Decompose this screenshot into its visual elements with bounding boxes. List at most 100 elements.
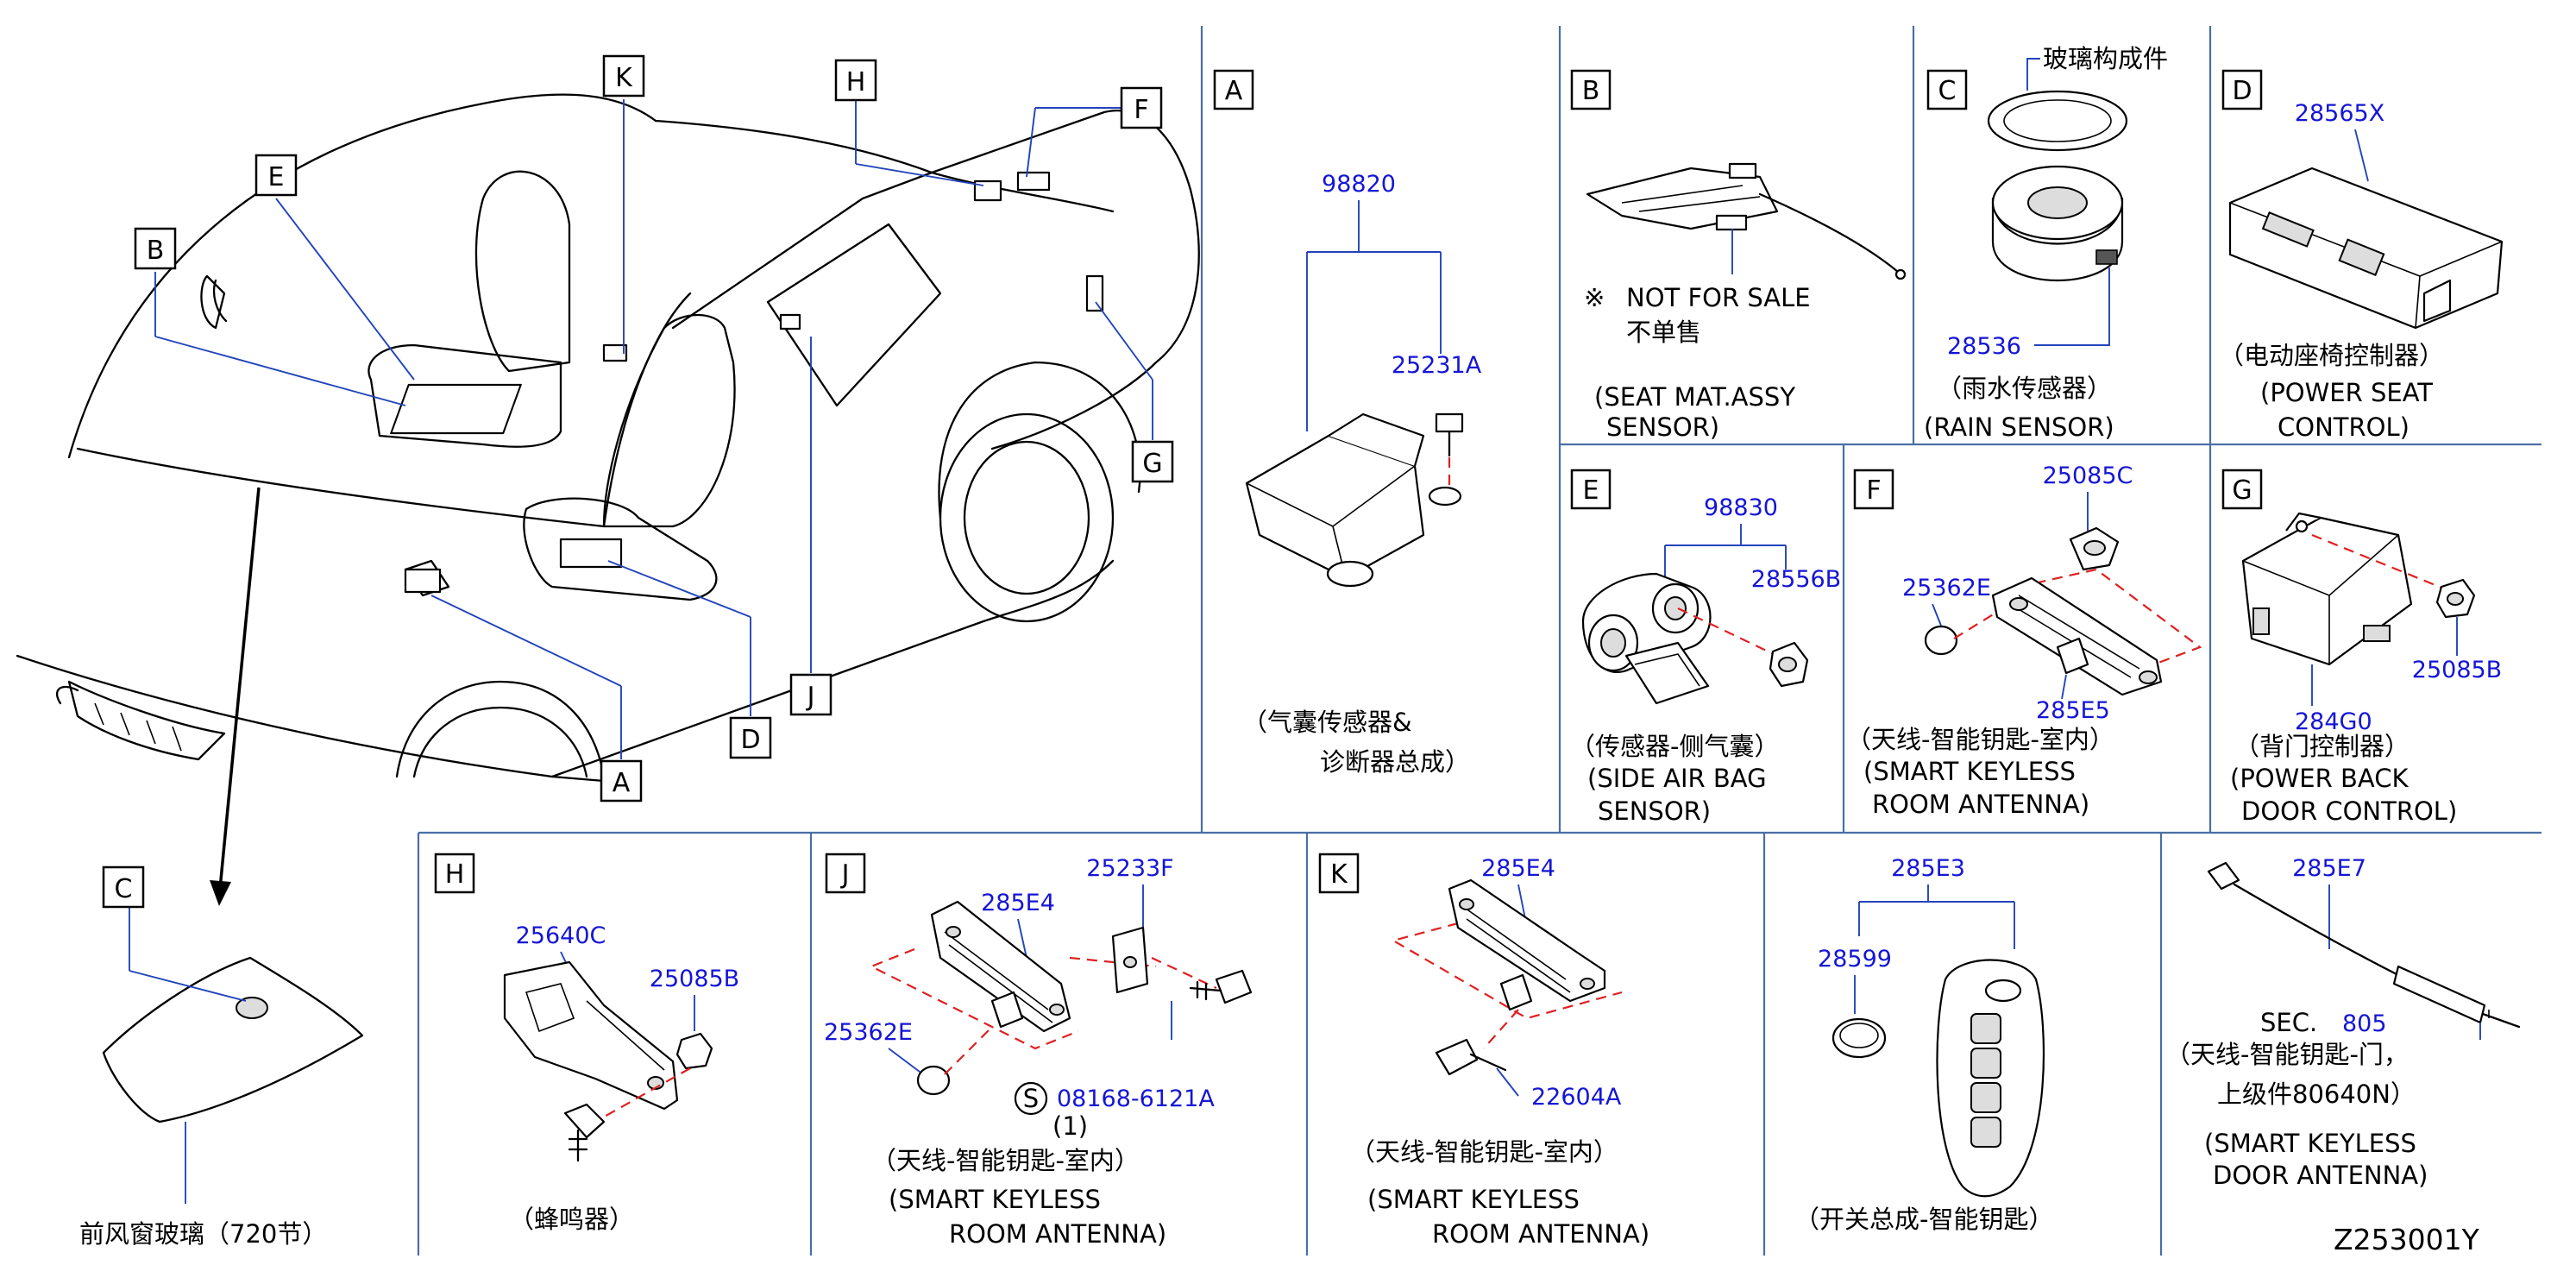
svg-text:F: F — [1866, 475, 1881, 506]
svg-text:(SMART KEYLESS: (SMART KEYLESS — [2204, 1129, 2416, 1158]
svg-text:285E4: 285E4 — [1481, 855, 1555, 882]
panel-grid — [417, 26, 2541, 1256]
svg-text:(SMART KEYLESS: (SMART KEYLESS — [1367, 1185, 1580, 1214]
windshield: C 前风窗玻璃（720节） — [79, 865, 364, 1249]
svg-text:(SIDE AIR BAG: (SIDE AIR BAG — [1587, 764, 1767, 793]
callout-j: J — [789, 673, 832, 716]
svg-text:（天线-智能钥匙-室内）: （天线-智能钥匙-室内） — [871, 1146, 1140, 1175]
svg-text:E: E — [1583, 475, 1599, 506]
svg-text:DOOR ANTENNA): DOOR ANTENNA) — [2213, 1161, 2428, 1190]
svg-text:S: S — [1023, 1084, 1039, 1113]
svg-text:285E5: 285E5 — [2036, 697, 2110, 724]
panel-h: H 25640C 25085B （蜂鸣器） — [434, 853, 739, 1234]
svg-text:（天线-智能钥匙-室内）: （天线-智能钥匙-室内） — [1350, 1137, 1618, 1167]
svg-text:（天线-智能钥匙-门，: （天线-智能钥匙-门， — [2165, 1040, 2409, 1069]
panel-b: B ※ NOT FOR SALE 不单售 (SEAT MAT.ASSY SENS… — [1570, 69, 1907, 442]
svg-text:C: C — [1938, 76, 1957, 106]
svg-text:28536: 28536 — [1947, 333, 2021, 360]
svg-text:A: A — [613, 768, 631, 798]
panel-c: C 玻璃构成件 28536 （雨水传感器） (RAIN SENSOR) — [1924, 44, 2168, 442]
windshield-caption: 前风窗玻璃（720节） — [79, 1219, 327, 1249]
svg-text:不单售: 不单售 — [1626, 318, 1701, 347]
svg-text:22604A: 22604A — [1531, 1084, 1622, 1111]
svg-text:（雨水传感器）: （雨水传感器） — [1937, 374, 2112, 403]
svg-text:ROOM ANTENNA): ROOM ANTENNA) — [949, 1219, 1166, 1249]
svg-text:25085B: 25085B — [650, 966, 739, 992]
panel-j: J 285E4 25233F 25362E S 08168-6121A (1) … — [824, 853, 1253, 1249]
svg-text:805: 805 — [2342, 1010, 2387, 1037]
callout-e: E — [254, 154, 298, 197]
callout-b: B — [134, 227, 177, 270]
svg-text:H: H — [445, 859, 465, 890]
svg-text:284G0: 284G0 — [2295, 708, 2372, 735]
svg-text:(SMART KEYLESS: (SMART KEYLESS — [1863, 757, 2076, 786]
svg-text:25362E: 25362E — [824, 1019, 913, 1046]
svg-text:28556B: 28556B — [1751, 566, 1841, 593]
svg-text:08168-6121A: 08168-6121A — [1057, 1086, 1215, 1112]
callout-g: G — [1131, 440, 1174, 483]
svg-text:K: K — [1330, 859, 1348, 890]
svg-text:玻璃构成件: 玻璃构成件 — [2043, 44, 2168, 73]
panel-door-antenna: 285E7 SEC. 805 （天线-智能钥匙-门， 上级件80640N） (S… — [2165, 855, 2521, 1190]
svg-text:(SEAT MAT.ASSY: (SEAT MAT.ASSY — [1594, 382, 1795, 412]
svg-text:B: B — [1582, 76, 1600, 106]
svg-text:（蜂鸣器）: （蜂鸣器） — [509, 1205, 634, 1234]
svg-text:J: J — [806, 682, 815, 712]
svg-text:诊断器总成）: 诊断器总成） — [1320, 747, 1470, 777]
svg-text:28599: 28599 — [1818, 946, 1892, 972]
svg-text:G: G — [1142, 449, 1162, 479]
svg-text:98820: 98820 — [1322, 171, 1396, 198]
svg-text:C: C — [115, 874, 133, 904]
svg-text:(RAIN SENSOR): (RAIN SENSOR) — [1924, 412, 2114, 442]
svg-text:（背门控制器）: （背门控制器） — [2234, 732, 2410, 761]
svg-text:25362E: 25362E — [1902, 575, 1991, 601]
callout-k: K — [602, 54, 645, 98]
svg-text:DOOR CONTROL): DOOR CONTROL) — [2241, 796, 2457, 826]
svg-text:NOT FOR SALE: NOT FOR SALE — [1626, 283, 1811, 312]
svg-text:ROOM ANTENNA): ROOM ANTENNA) — [1872, 790, 2089, 819]
svg-text:28565X: 28565X — [2295, 100, 2384, 127]
svg-text:J: J — [840, 859, 850, 890]
svg-text:K: K — [615, 63, 633, 93]
svg-text:(POWER BACK: (POWER BACK — [2230, 764, 2409, 793]
svg-text:（电动座椅控制器）: （电动座椅控制器） — [2219, 341, 2444, 370]
callout-f: F — [1120, 86, 1163, 129]
panel-a: A 98820 25231A （气囊传感器& 诊断器总成） — [1213, 69, 1482, 777]
svg-text:※: ※ — [1584, 283, 1605, 312]
panel-f: F 25085C 25362E 285E5 （天线-智能钥匙-室内） (SMAR… — [1846, 463, 2202, 819]
callout-a: A — [600, 759, 643, 802]
panel-k: K 285E4 22604A （天线-智能钥匙-室内） (SMART KEYLE… — [1318, 853, 1649, 1249]
svg-text:A: A — [1225, 76, 1243, 106]
callout-h: H — [834, 59, 877, 102]
panel-e: E 98830 28556B （传感器-侧气囊） (SIDE AIR BAG S… — [1570, 469, 1841, 826]
svg-text:98830: 98830 — [1704, 494, 1778, 521]
svg-text:25233F: 25233F — [1086, 855, 1173, 882]
callout-c-windshield: C — [102, 865, 145, 909]
svg-text:E: E — [268, 162, 285, 192]
svg-text:SENSOR): SENSOR) — [1598, 796, 1711, 826]
svg-text:(1): (1) — [1052, 1111, 1088, 1141]
diagram-id: Z253001Y — [2334, 1223, 2480, 1256]
svg-text:（天线-智能钥匙-室内）: （天线-智能钥匙-室内） — [1846, 725, 2114, 754]
vehicle-overview — [16, 93, 1200, 783]
svg-text:285E4: 285E4 — [981, 890, 1055, 916]
svg-text:D: D — [740, 725, 760, 755]
overview-leaders — [154, 99, 1153, 759]
panel-g: G 25085B 284G0 （背门控制器） (POWER BACK DOOR … — [2221, 469, 2502, 826]
svg-text:CONTROL): CONTROL) — [2278, 412, 2410, 442]
svg-text:D: D — [2232, 76, 2252, 106]
svg-text:（气囊传感器&: （气囊传感器& — [1242, 708, 1412, 737]
panel-d: D 28565X （电动座椅控制器） (POWER SEAT CONTROL) — [2219, 69, 2504, 442]
svg-text:（开关总成-智能钥匙）: （开关总成-智能钥匙） — [1794, 1205, 2053, 1234]
svg-text:25085C: 25085C — [2043, 463, 2133, 489]
overview-callouts: K H F E B G J A D — [134, 54, 1174, 802]
svg-text:285E3: 285E3 — [1891, 855, 1965, 882]
svg-text:上级件80640N）: 上级件80640N） — [2217, 1079, 2416, 1109]
svg-text:H: H — [846, 67, 866, 98]
svg-text:（传感器-侧气囊）: （传感器-侧气囊） — [1570, 732, 1779, 761]
svg-text:ROOM ANTENNA): ROOM ANTENNA) — [1432, 1219, 1649, 1249]
svg-text:SENSOR): SENSOR) — [1606, 412, 1719, 442]
svg-text:285E7: 285E7 — [2292, 855, 2366, 882]
callout-d: D — [729, 716, 772, 759]
